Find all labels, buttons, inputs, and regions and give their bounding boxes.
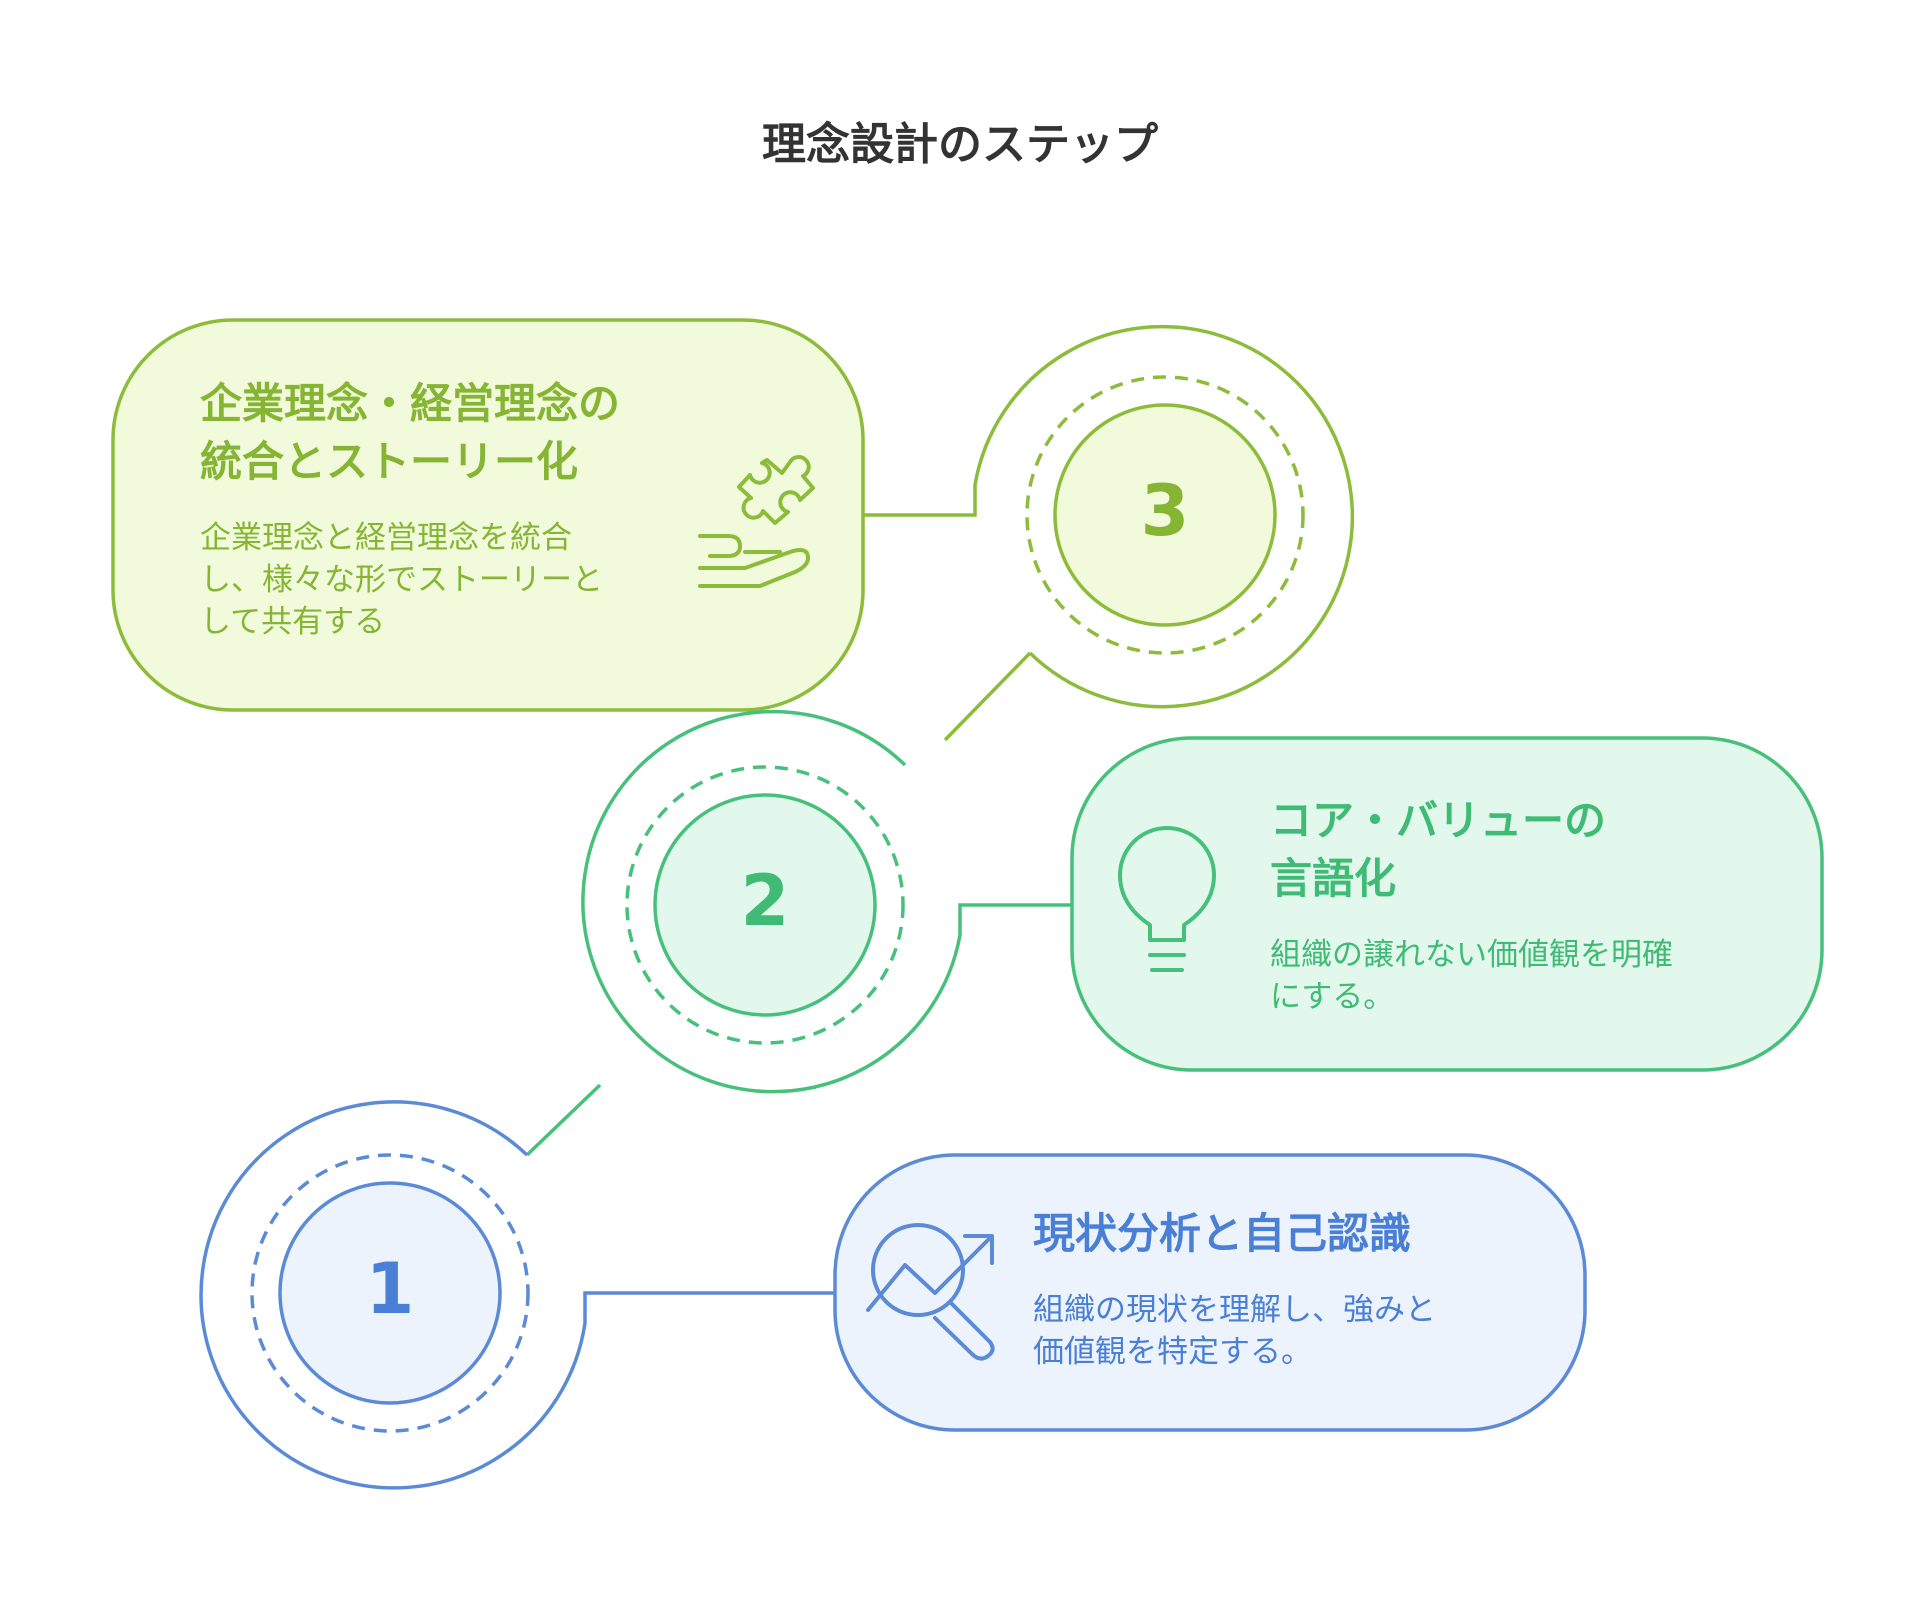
lightbulb-icon bbox=[1118, 826, 1216, 972]
step-3-connector bbox=[863, 324, 1355, 709]
step-2-dashed-ring bbox=[625, 765, 905, 1045]
step-1-group bbox=[199, 1100, 1587, 1490]
hand-puzzle-icon bbox=[698, 455, 815, 588]
step-1-title: 現状分析と自己認識 bbox=[1033, 1209, 1412, 1258]
step-3-group bbox=[111, 318, 1355, 742]
step-2-text: コア・バリューの 言語化 組織の譲れない価値観を明確 にする。 bbox=[1270, 792, 1770, 1018]
step-2-title: コア・バリューの 言語化 bbox=[1270, 796, 1607, 903]
step-2-connector bbox=[581, 709, 1072, 1094]
step-3-title: 企業理念・経営理念の 統合とストーリー化 bbox=[200, 379, 621, 486]
step-3-text: 企業理念・経営理念の 統合とストーリー化 企業理念と経営理念を統合 し、様々な形… bbox=[200, 375, 690, 643]
magnifier-trend-arrow-icon bbox=[866, 1223, 995, 1361]
step-1-text: 現状分析と自己認識 組織の現状を理解し、強みと 価値観を特定する。 bbox=[1033, 1205, 1533, 1373]
step-3-number: 3 bbox=[1140, 470, 1190, 552]
step-3-description: 企業理念と経営理念を統合 し、様々な形でストーリーと して共有する bbox=[200, 520, 603, 640]
step-2-inner-circle bbox=[653, 793, 877, 1017]
step-2-group bbox=[525, 709, 1824, 1157]
step-3-link-line bbox=[943, 651, 1032, 742]
step-2-card bbox=[1070, 736, 1824, 1072]
step-1-number: 1 bbox=[365, 1248, 415, 1330]
step-2-description: 組織の譲れない価値観を明確 にする。 bbox=[1270, 937, 1673, 1015]
step-1-dashed-ring bbox=[250, 1153, 530, 1433]
step-2-link-line bbox=[525, 1083, 602, 1157]
step-3-inner-circle bbox=[1053, 403, 1277, 627]
page-title: 理念設計のステップ bbox=[762, 119, 1158, 170]
step-2-number: 2 bbox=[740, 860, 790, 942]
step-3-dashed-ring bbox=[1025, 375, 1305, 655]
step-1-connector bbox=[199, 1100, 835, 1490]
step-1-description: 組織の現状を理解し、強みと 価値観を特定する。 bbox=[1033, 1292, 1436, 1370]
step-1-inner-circle bbox=[278, 1181, 502, 1405]
